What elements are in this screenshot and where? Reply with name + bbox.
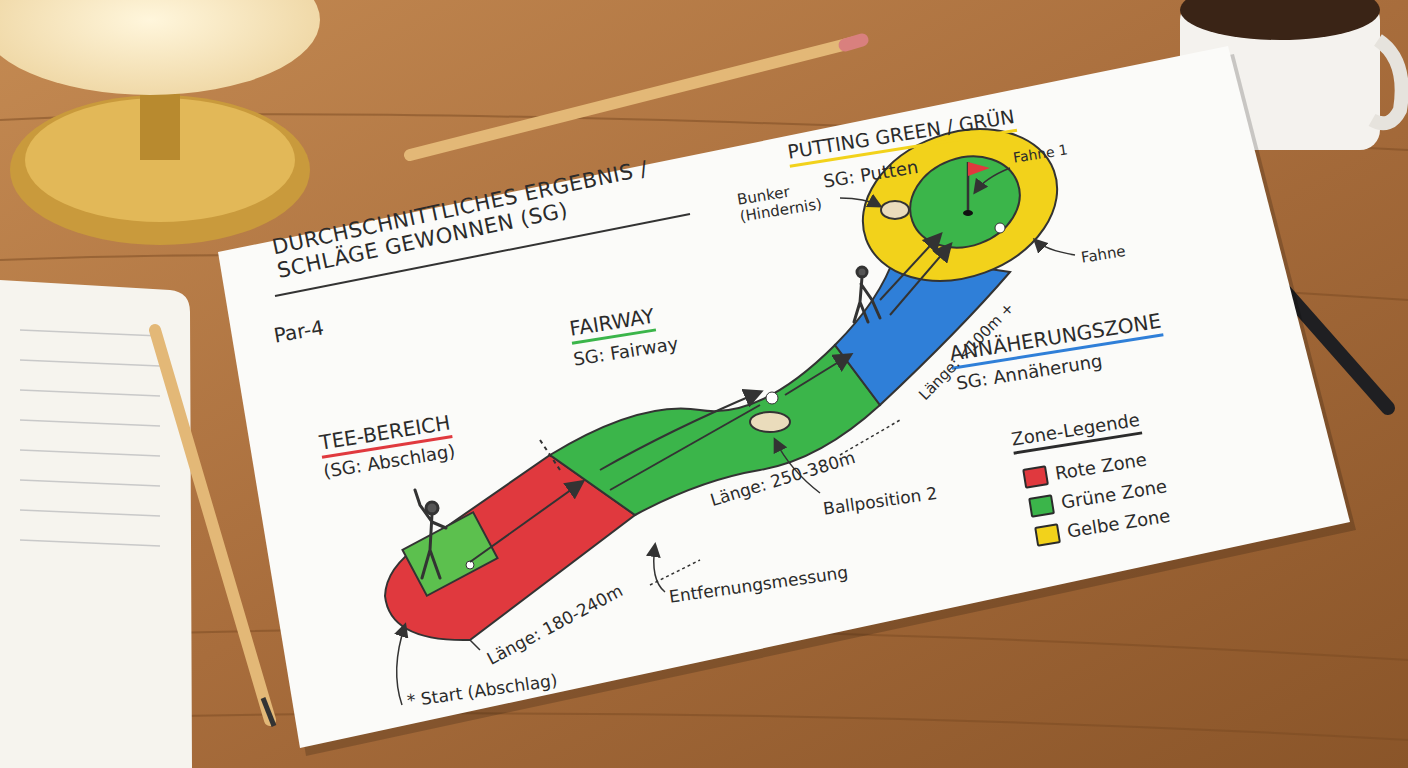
legend-text: Gelbe Zone xyxy=(1066,505,1172,542)
pencils-part xyxy=(845,40,862,45)
flag-and-balls-part xyxy=(766,392,778,404)
ball-flight-part xyxy=(540,440,560,470)
paper-part xyxy=(218,46,1350,748)
golfers-part xyxy=(426,502,438,514)
subtitle: Par-4 xyxy=(272,316,326,347)
notebook-part xyxy=(20,330,160,546)
leader-lines xyxy=(397,168,1075,705)
leader-lines-part xyxy=(654,545,665,592)
golfers xyxy=(415,267,880,578)
paper xyxy=(218,46,1356,756)
ball-flight-part xyxy=(600,392,760,470)
lamp xyxy=(0,0,320,245)
callout-label: Bunker (Hindernis) xyxy=(736,176,844,226)
ball-flight-part xyxy=(470,482,582,562)
flag-and-balls-part xyxy=(995,223,1005,233)
golf-hole-part xyxy=(897,142,1032,263)
flag-and-balls-part xyxy=(466,561,474,569)
dimension: Länge: 180-240m xyxy=(484,581,626,669)
ball-flight xyxy=(470,235,950,562)
legend-swatch xyxy=(1022,465,1049,489)
golf-hole-part xyxy=(402,512,497,595)
legend-text: Rote Zone xyxy=(1054,449,1149,484)
leader-lines-part xyxy=(470,640,480,650)
ball-flight-part xyxy=(890,245,950,315)
callout-label: Ballposition 2 xyxy=(822,484,939,519)
ball-flight-part xyxy=(610,405,760,490)
coffee-mug-part xyxy=(1180,0,1380,40)
golfers-part xyxy=(854,277,880,322)
lamp-part xyxy=(0,0,320,95)
callout-label: Fahne xyxy=(1080,243,1127,267)
golf-hole-part xyxy=(750,412,790,432)
golf-hole-part xyxy=(881,201,909,219)
leader-lines-part xyxy=(1035,240,1075,255)
flag-and-balls-part xyxy=(968,162,990,176)
golfers-part xyxy=(415,490,446,578)
golf-hole-part xyxy=(550,345,880,515)
callout-label: Fahne 1 xyxy=(1012,141,1069,166)
legend-heading: Zone-Legende xyxy=(1010,410,1142,455)
legend-swatch xyxy=(1028,494,1055,518)
coffee-mug-part xyxy=(1372,40,1402,123)
pencils-part xyxy=(263,698,274,726)
callout-label: Entfernungsmessung xyxy=(668,563,849,607)
leader-lines-part xyxy=(975,168,1010,192)
zone-sub: SG: Putten xyxy=(822,157,920,192)
diagram-title: DURCHSCHNITTLICHES ERGEBNIS / SCHLÄGE GE… xyxy=(270,145,710,284)
callout-label: * Start (Abschlag) xyxy=(406,671,559,711)
leader-lines-part xyxy=(840,198,880,206)
ball-flight-part xyxy=(785,355,850,395)
leader-lines-part xyxy=(397,625,405,705)
legend-swatch xyxy=(1034,523,1061,547)
flag-and-balls-part xyxy=(963,210,973,216)
